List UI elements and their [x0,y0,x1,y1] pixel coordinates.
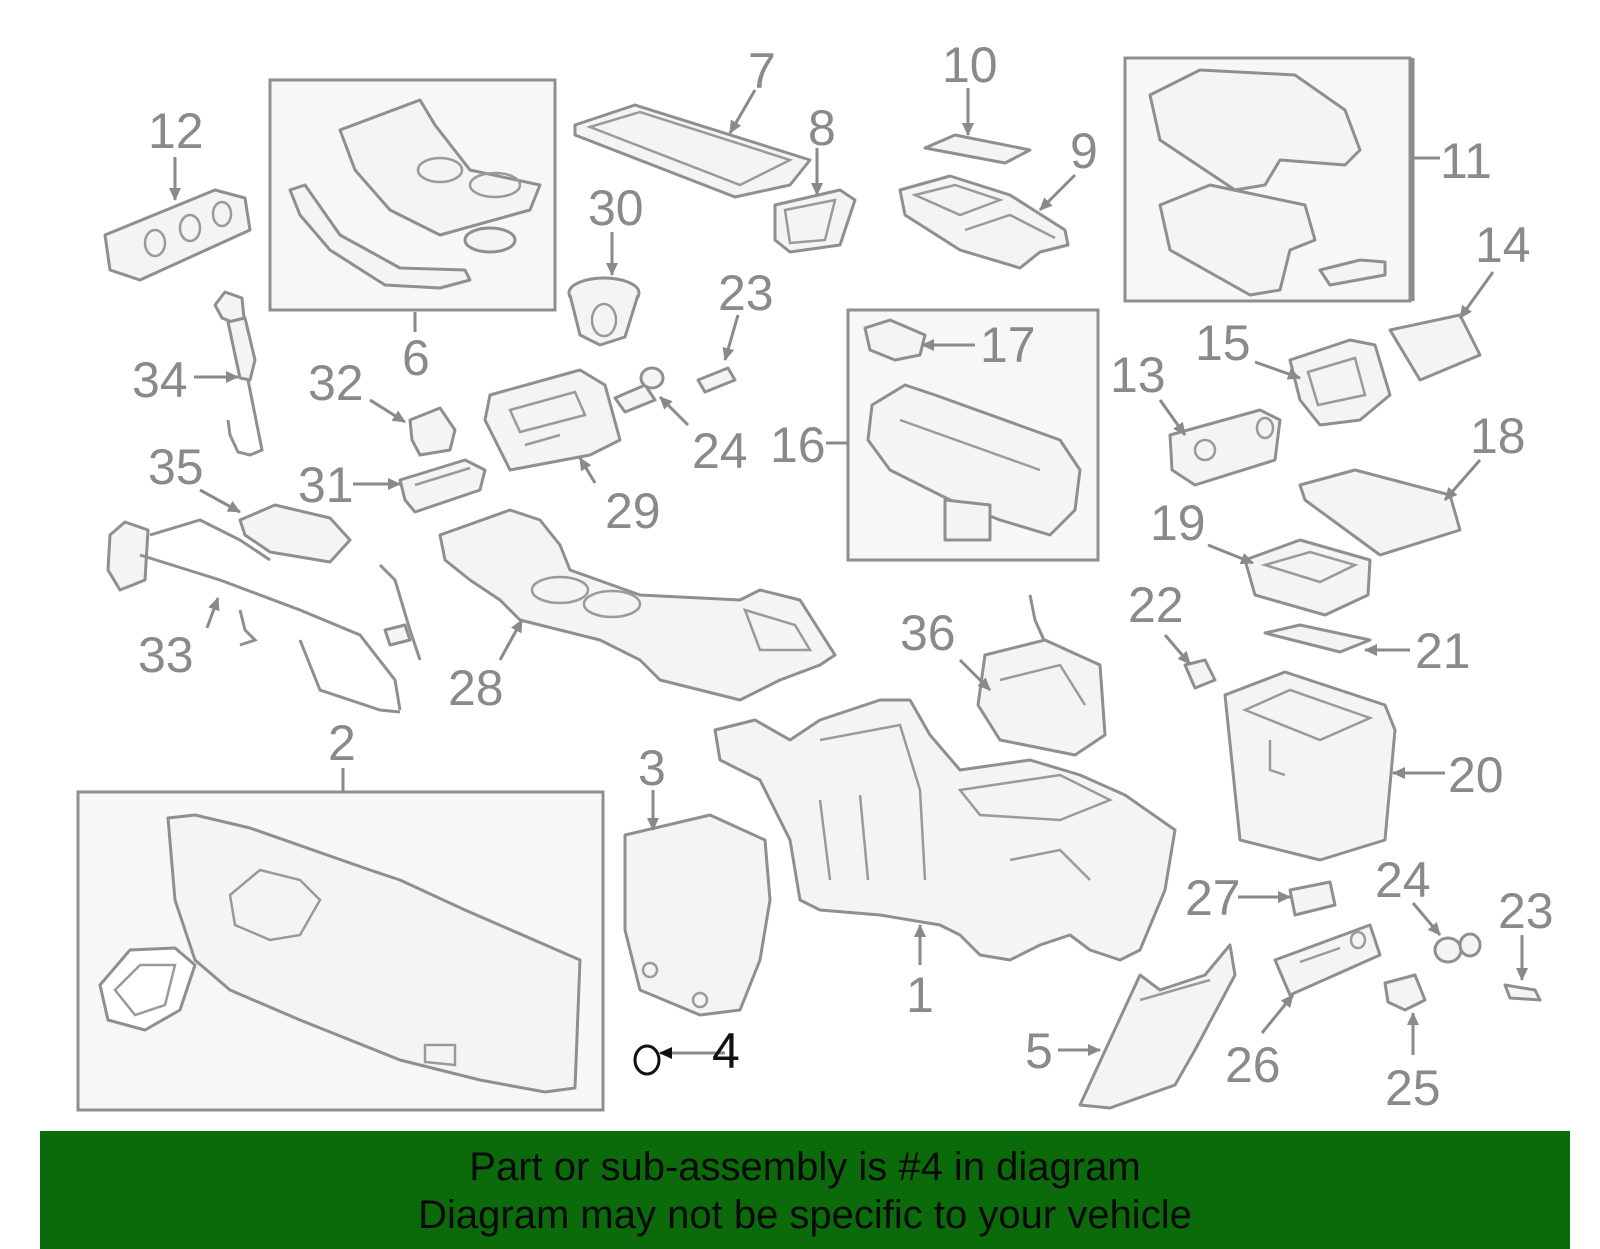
callout-31: 31 [298,457,354,513]
part-25-button[interactable] [1383,973,1427,1012]
part-7-tray[interactable] [573,103,812,199]
callout-24-bottom: 24 [1375,852,1431,908]
part-6-bezel-assembly[interactable] [288,98,542,290]
part-5-panel[interactable] [1078,943,1237,1110]
callout-32: 32 [308,355,364,411]
callout-3: 3 [638,740,666,796]
part-12-switch-panel[interactable] [103,188,252,282]
callout-23-bottom: 23 [1498,883,1554,939]
callout-8: 8 [808,100,836,156]
callout-28: 28 [448,660,504,716]
part-35-module[interactable] [238,503,352,564]
callout-17: 17 [980,317,1036,373]
part-34-shift-lever[interactable] [213,290,264,457]
callout-26: 26 [1225,1037,1281,1093]
part-1-console-body[interactable] [713,698,1177,962]
part-23-clip-bottom[interactable] [1503,983,1542,1002]
part-11-armrest-assembly[interactable] [1148,68,1387,297]
part-22-clip[interactable] [1183,658,1217,690]
part-36-shifter-base[interactable] [976,594,1107,757]
callout-2: 2 [328,715,356,771]
part-19-tray[interactable] [1243,538,1372,617]
part-18-mat[interactable] [1298,468,1462,557]
part-30-cup-holder[interactable] [567,276,641,347]
part-3-side-panel[interactable] [623,813,772,1017]
callout-labels: 12 7 8 10 9 11 30 6 23 34 32 24 29 31 35… [132,37,1554,1116]
part-17-latch[interactable] [863,318,927,362]
part-32-cover[interactable] [408,406,457,457]
callout-33: 33 [138,627,194,683]
part-24-lamp-bottom[interactable] [1433,932,1482,964]
callout-34: 34 [132,352,188,408]
callout-1: 1 [906,967,934,1023]
callout-18: 18 [1470,408,1526,464]
callout-14: 14 [1475,217,1531,273]
callout-16: 16 [770,417,826,473]
callout-24-top: 24 [692,423,748,479]
part-8-trim[interactable] [773,188,857,254]
callout-25: 25 [1385,1060,1441,1116]
callout-20: 20 [1448,747,1504,803]
callout-9: 9 [1070,123,1098,179]
callout-21: 21 [1415,623,1471,679]
part-24-lamp-top[interactable] [613,366,665,414]
part-21-liner[interactable] [1263,623,1372,654]
callout-36: 36 [900,605,956,661]
callout-4: 4 [712,1023,740,1079]
callout-35: 35 [148,439,204,495]
part-9-storage-tray[interactable] [898,174,1070,270]
callout-13: 13 [1110,347,1166,403]
part-26-switch-panel[interactable] [1273,923,1382,997]
callout-27: 27 [1185,870,1241,926]
part-14-trim[interactable] [1388,313,1482,382]
part-15-bezel[interactable] [1288,338,1392,427]
info-banner: Part or sub-assembly is #4 in diagram Di… [40,1131,1570,1249]
part-13-control-panel[interactable] [1168,408,1282,487]
part-28-console-top[interactable] [438,508,837,702]
banner-line-2: Diagram may not be specific to your vehi… [418,1193,1192,1237]
callout-6: 6 [402,330,430,386]
part-33-wiring-harness[interactable] [106,518,422,714]
callout-23-top: 23 [718,265,774,321]
part-31-bracket[interactable] [398,458,487,514]
part-29-control-panel[interactable] [483,368,622,472]
callout-29: 29 [605,483,661,539]
part-4-clip-ring[interactable] [633,1044,661,1076]
callout-10: 10 [942,37,998,93]
part-2-trim-panel[interactable] [98,813,582,1094]
part-10-pad[interactable] [923,133,1032,165]
part-23-clip-top[interactable] [696,366,737,394]
part-27-switch[interactable] [1288,880,1337,917]
callout-22: 22 [1128,577,1184,633]
callout-5: 5 [1025,1023,1053,1079]
callout-19: 19 [1150,495,1206,551]
banner-line-1: Part or sub-assembly is #4 in diagram [469,1145,1141,1189]
part-20-storage-bin[interactable] [1223,670,1397,862]
leader-lines [169,58,1528,1059]
part-16-housing[interactable] [866,383,1082,542]
callout-11: 11 [1440,133,1492,189]
callout-30: 30 [588,180,644,236]
callout-12: 12 [148,103,204,159]
callout-7: 7 [748,43,776,99]
callout-15: 15 [1195,315,1251,371]
